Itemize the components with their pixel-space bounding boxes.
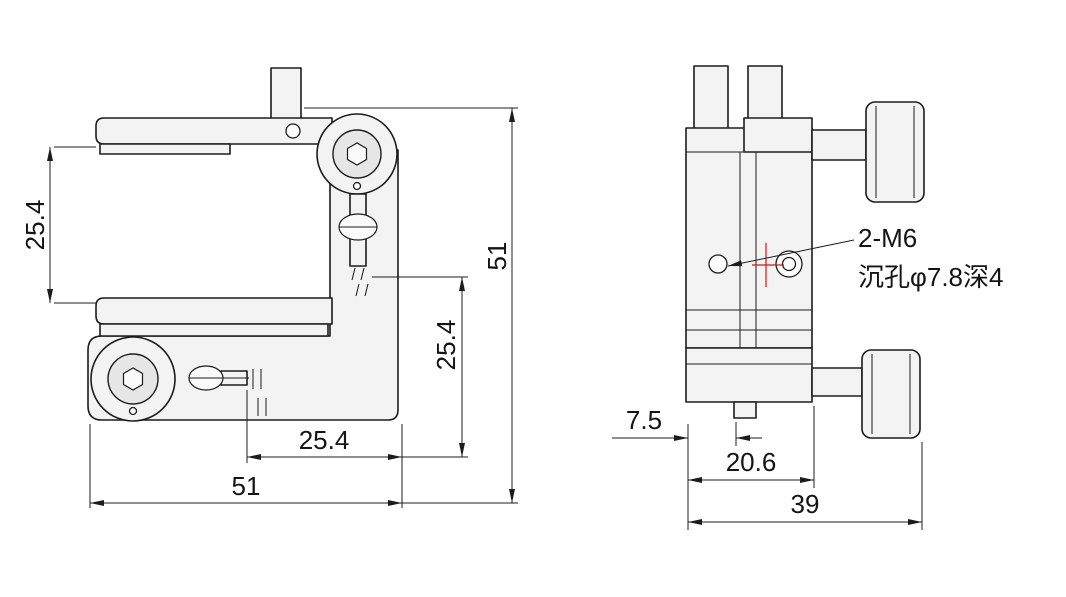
mount-hole-right bbox=[781, 256, 797, 272]
dim-hole-spacing-label: 20.6 bbox=[726, 447, 777, 477]
main-body bbox=[685, 127, 813, 349]
red-centerline bbox=[752, 243, 784, 287]
base-block bbox=[685, 347, 813, 403]
side-view-dimensions: 7.5 20.6 39 bbox=[612, 405, 923, 530]
front-view-part bbox=[87, 67, 399, 422]
top-post bbox=[270, 67, 302, 123]
bottom-knob-hex-socket bbox=[122, 367, 144, 391]
dim-overall-depth: 39 bbox=[688, 442, 923, 530]
dim-overall-depth-label: 39 bbox=[791, 489, 820, 519]
top-knob-stem bbox=[811, 129, 867, 161]
bottom-knob-stem bbox=[811, 367, 863, 397]
mount-hole-left bbox=[708, 254, 728, 274]
top-knob-pin-hole bbox=[352, 181, 362, 191]
side-view-part bbox=[685, 65, 925, 439]
top-tick-marks bbox=[351, 267, 369, 297]
top-knob-hex-socket bbox=[346, 142, 368, 166]
top-knob bbox=[865, 101, 925, 203]
bottom-jaw-plate bbox=[99, 323, 329, 337]
bottom-knob-pin-hole bbox=[128, 406, 138, 416]
front-view: 25.4 51 25.4 25.4 bbox=[20, 67, 518, 508]
bottom-tick-marks bbox=[252, 369, 267, 416]
bottom-tab bbox=[733, 401, 757, 419]
front-view-dimensions: 25.4 51 25.4 25.4 bbox=[20, 107, 518, 508]
left-post bbox=[693, 65, 729, 133]
dim-hole-spacing: 20.6 bbox=[688, 406, 815, 488]
dim-jaw-gap-label: 25.4 bbox=[20, 200, 50, 251]
bottom-knob bbox=[861, 349, 921, 439]
dim-center-width: 25.4 bbox=[246, 390, 468, 463]
dim-center-height: 25.4 bbox=[372, 276, 468, 457]
dim-overall-width: 51 bbox=[89, 424, 403, 508]
top-clamp-plate bbox=[743, 117, 813, 153]
thread-note-line1: 2-M6 bbox=[858, 223, 917, 253]
thread-note-line2: 沉孔φ7.8深4 bbox=[858, 262, 1003, 292]
dim-jaw-gap: 25.4 bbox=[20, 146, 96, 304]
dim-center-width-label: 25.4 bbox=[299, 425, 350, 455]
dim-center-height-label: 25.4 bbox=[431, 320, 461, 371]
bottom-jaw bbox=[95, 297, 333, 325]
top-jaw-plate bbox=[99, 143, 231, 155]
top-jaw-hole bbox=[285, 123, 301, 139]
thread-note: 2-M6 沉孔φ7.8深4 bbox=[727, 223, 1003, 292]
side-view: 2-M6 沉孔φ7.8深4 7.5 20.6 39 bbox=[612, 65, 1003, 530]
dim-overall-height-label: 51 bbox=[482, 242, 512, 271]
dim-edge-offset: 7.5 bbox=[612, 405, 762, 530]
bottom-knob-knurl bbox=[871, 354, 911, 434]
top-knob-knurl bbox=[875, 106, 915, 198]
dim-edge-offset-label: 7.5 bbox=[626, 405, 662, 435]
dim-overall-height: 51 bbox=[304, 107, 518, 504]
dim-overall-width-label: 51 bbox=[232, 471, 261, 501]
thread-note-leader bbox=[727, 239, 855, 267]
